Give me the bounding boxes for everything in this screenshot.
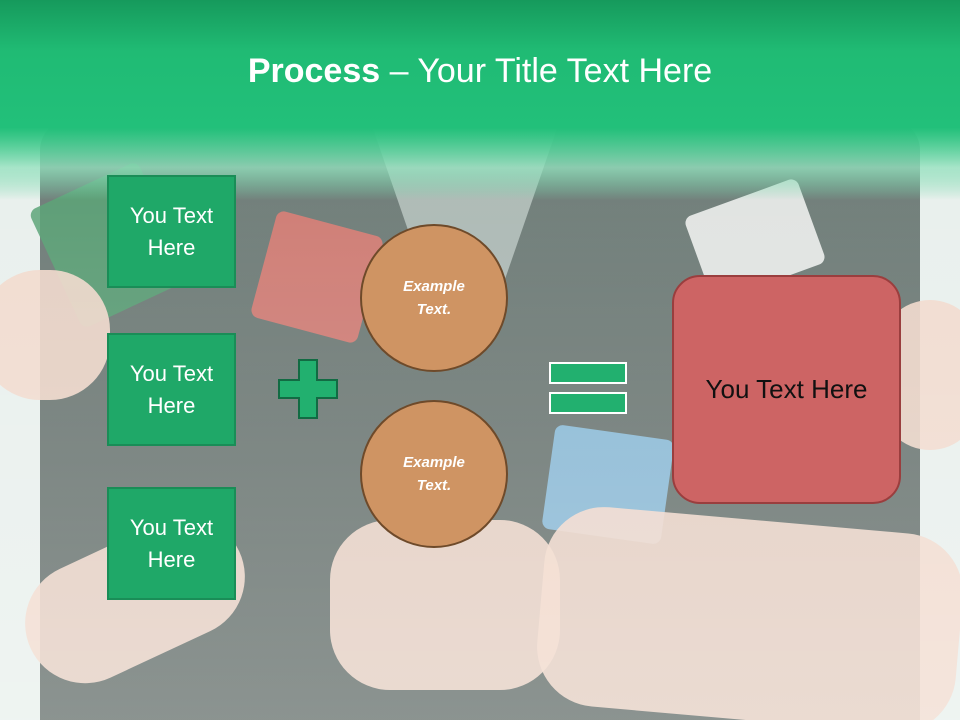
plus-icon bbox=[278, 359, 338, 419]
example-circle-1: Example Text. bbox=[360, 224, 508, 372]
text-box-2: You Text Here bbox=[107, 333, 236, 446]
hand-left bbox=[0, 270, 110, 400]
slide-title: Process – Your Title Text Here bbox=[0, 52, 960, 91]
example-circle-2-label: Example Text. bbox=[403, 454, 465, 494]
example-circle-1-label: Example Text. bbox=[403, 278, 465, 318]
text-box-1-label: You Text Here bbox=[129, 202, 214, 260]
title-rest: – Your Title Text Here bbox=[380, 52, 713, 90]
result-label: You Text Here bbox=[705, 374, 868, 404]
example-circle-2: Example Text. bbox=[360, 400, 508, 548]
text-box-2-label: You Text Here bbox=[129, 360, 214, 418]
hand-center bbox=[330, 520, 560, 690]
result-box: You Text Here bbox=[672, 275, 901, 504]
title-bold: Process bbox=[247, 52, 381, 90]
text-box-3: You Text Here bbox=[107, 487, 236, 600]
text-box-1: You Text Here bbox=[107, 175, 236, 288]
equals-icon bbox=[549, 362, 627, 414]
text-box-3-label: You Text Here bbox=[129, 514, 214, 572]
title-banner bbox=[0, 0, 960, 200]
